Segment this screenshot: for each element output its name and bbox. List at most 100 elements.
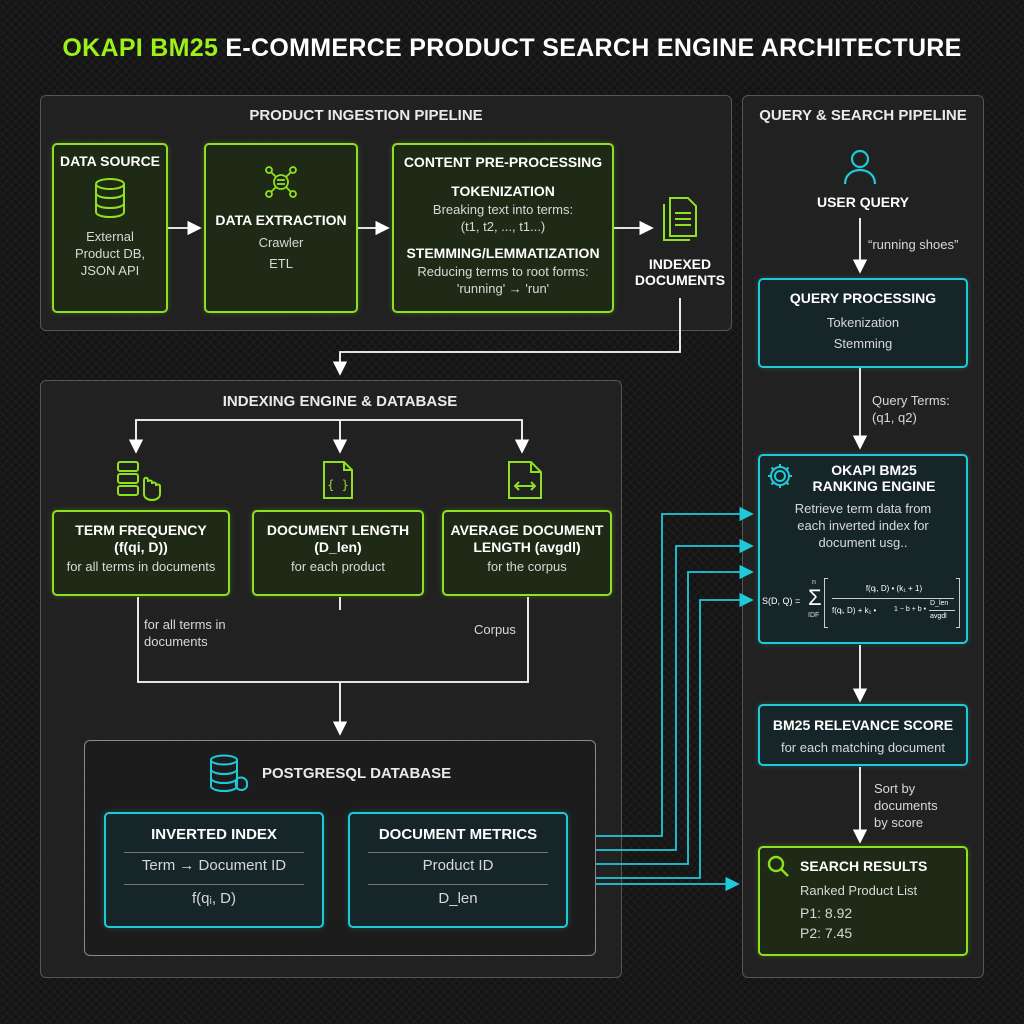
- ranking-title-2: RANKING ENGINE: [812, 478, 936, 494]
- sort-l3: by score: [874, 815, 924, 830]
- ranking-engine-box: [758, 454, 968, 644]
- data-extraction-box: DATA EXTRACTION Crawler ETL: [204, 143, 358, 313]
- inverted-index-row2: f(qᵢ, D): [191, 890, 237, 907]
- tokenization-l1: Breaking text into terms:: [432, 202, 574, 217]
- user-icon: [843, 149, 877, 185]
- user-query-label: USER QUERY: [816, 194, 910, 210]
- label-terms-l2: documents: [144, 634, 208, 649]
- document-metrics-box: DOCUMENT METRICS Product ID D_len: [348, 812, 568, 928]
- query-terms-l1: Query Terms:: [872, 393, 950, 408]
- search-results-box: [758, 846, 968, 956]
- formula-bracket-right: [956, 578, 960, 628]
- term-frequency-icon: [117, 461, 161, 502]
- term-frequency-box: TERM FREQUENCY (f(qi, D)) for all terms …: [52, 510, 230, 596]
- search-results-l1: Ranked Product List: [800, 883, 918, 898]
- search-results-p1: P1: 8.92: [800, 905, 853, 921]
- formula-den-a: f(qᵢ, D) + k₁ •: [832, 606, 877, 615]
- metrics-divider-1: [368, 852, 548, 853]
- label-terms-l1: for all terms in: [144, 617, 226, 632]
- postgresql-title: POSTGRESQL DATABASE: [262, 765, 452, 782]
- search-icon: [767, 855, 789, 877]
- query-terms-l2: (q1, q2): [872, 410, 917, 425]
- avg-document-length-box: AVERAGE DOCUMENT LENGTH (avgdl) for the …: [442, 510, 612, 596]
- formula-frac-den: avgdl: [930, 613, 947, 620]
- term-frequency-desc: for all terms in documents: [66, 559, 216, 574]
- document-metrics-row2: D_len: [438, 890, 478, 907]
- avg-desc: for the corpus: [487, 559, 567, 574]
- label-for-all-terms: for all terms in documents: [144, 616, 264, 650]
- arrow-indexed-indexing: [332, 298, 681, 376]
- avg-title-2: LENGTH (avgdl): [473, 539, 581, 555]
- inverted-index-row1: Term → Document ID: [141, 857, 287, 874]
- query-processing-title: QUERY PROCESSING: [789, 290, 937, 306]
- formula-main-bar: [832, 598, 954, 599]
- db-link-3: [596, 564, 754, 865]
- search-results-title: SEARCH RESULTS: [800, 858, 928, 874]
- formula-lhs: S(D, Q) =: [762, 596, 801, 606]
- data-source-l3: JSON API: [80, 263, 140, 278]
- bm25-formula: S(D, Q) = n Σ IDF f(qᵢ, D) • (k₁ + 1) f(…: [762, 576, 964, 634]
- data-extraction-l1: Crawler: [258, 235, 304, 250]
- query-processing-l1: Tokenization: [826, 315, 900, 330]
- relevance-score-box: BM25 RELEVANCE SCORE for each matching d…: [758, 704, 968, 766]
- search-results-p2: P2: 7.45: [800, 925, 853, 941]
- formula-den-b: 1 − b + b •: [894, 606, 927, 613]
- query-terms-label: Query Terms: (q1, q2): [872, 392, 950, 426]
- metrics-divider-2: [368, 884, 548, 885]
- sort-label: Sort by documents by score: [874, 780, 938, 831]
- formula-frac-bar: [929, 610, 955, 611]
- indexed-documents-label: INDEXED DOCUMENTS: [628, 256, 732, 288]
- data-extraction-l2: ETL: [269, 256, 293, 271]
- formula-sum-top: n: [812, 579, 816, 586]
- indexing-title: INDEXING ENGINE & DATABASE: [222, 393, 458, 410]
- postgresql-icon: [210, 754, 249, 793]
- stemming-l1: Reducing terms to root forms:: [417, 264, 589, 279]
- formula-sum-bot: IDF: [808, 612, 820, 619]
- document-length-box: DOCUMENT LENGTH (D_len) for each product: [252, 510, 424, 596]
- relevance-score-desc: for each matching document: [780, 740, 946, 755]
- relevance-score-title: BM25 RELEVANCE SCORE: [772, 717, 954, 733]
- ranking-l1: Retrieve term data from: [794, 501, 932, 516]
- term-frequency-title: TERM FREQUENCY: [75, 522, 207, 538]
- ingestion-title: PRODUCT INGESTION PIPELINE: [249, 107, 483, 124]
- data-extraction-title: DATA EXTRACTION: [215, 212, 347, 228]
- query-processing-l2: Stemming: [833, 336, 893, 351]
- query-example: “running shoes”: [868, 237, 959, 252]
- term-frequency-formula: (f(qi, D)): [114, 539, 168, 555]
- document-code-icon: { }: [323, 461, 353, 499]
- sort-l2: documents: [874, 798, 938, 813]
- document-metrics-row1: Product ID: [422, 857, 494, 874]
- label-corpus: Corpus: [474, 622, 516, 637]
- data-source-box: DATA SOURCE External Product DB, JSON AP…: [52, 143, 168, 313]
- sort-l1: Sort by: [874, 781, 916, 796]
- svg-text:{ }: { }: [327, 478, 349, 492]
- preprocessing-box: CONTENT PRE-PROCESSING TOKENIZATION Brea…: [392, 143, 614, 313]
- query-processing-box: QUERY PROCESSING Tokenization Stemming: [758, 278, 968, 368]
- document-length-desc: for each product: [291, 559, 385, 574]
- document-length-title: DOCUMENT LENGTH: [266, 522, 410, 538]
- data-source-l1: External: [86, 229, 134, 244]
- indexed-l2: DOCUMENTS: [634, 272, 726, 288]
- avg-title-1: AVERAGE DOCUMENT: [450, 522, 604, 538]
- ranking-title-1: OKAPI BM25: [831, 462, 917, 478]
- data-source-l2: Product DB,: [74, 246, 146, 261]
- stemming-title: STEMMING/LEMMATIZATION: [406, 245, 600, 261]
- ranking-l2: each inverted index for: [797, 518, 929, 533]
- arrow-metrics-merge: [137, 597, 529, 683]
- stemming-l2: 'running' → 'run': [456, 281, 550, 296]
- inverted-divider-1: [124, 852, 304, 853]
- tokenization-title: TOKENIZATION: [451, 183, 555, 199]
- query-title: QUERY & SEARCH PIPELINE: [759, 107, 967, 124]
- database-icon: [95, 178, 125, 219]
- tokenization-l2: (t1, t2, ..., t1...): [460, 219, 546, 234]
- formula-sigma: Σ: [808, 585, 822, 610]
- document-metrics-title: DOCUMENT METRICS: [378, 826, 538, 843]
- inverted-index-box: INVERTED INDEX Term → Document ID f(qᵢ, …: [104, 812, 324, 928]
- page-title: OKAPI BM25 E-COMMERCE PRODUCT SEARCH ENG…: [0, 34, 1024, 63]
- inverted-divider-2: [124, 884, 304, 885]
- formula-bracket-left: [824, 578, 828, 628]
- gear-icon: [768, 464, 792, 488]
- db-link-4: [596, 592, 754, 879]
- formula-numerator: f(qᵢ, D) • (k₁ + 1): [865, 584, 923, 593]
